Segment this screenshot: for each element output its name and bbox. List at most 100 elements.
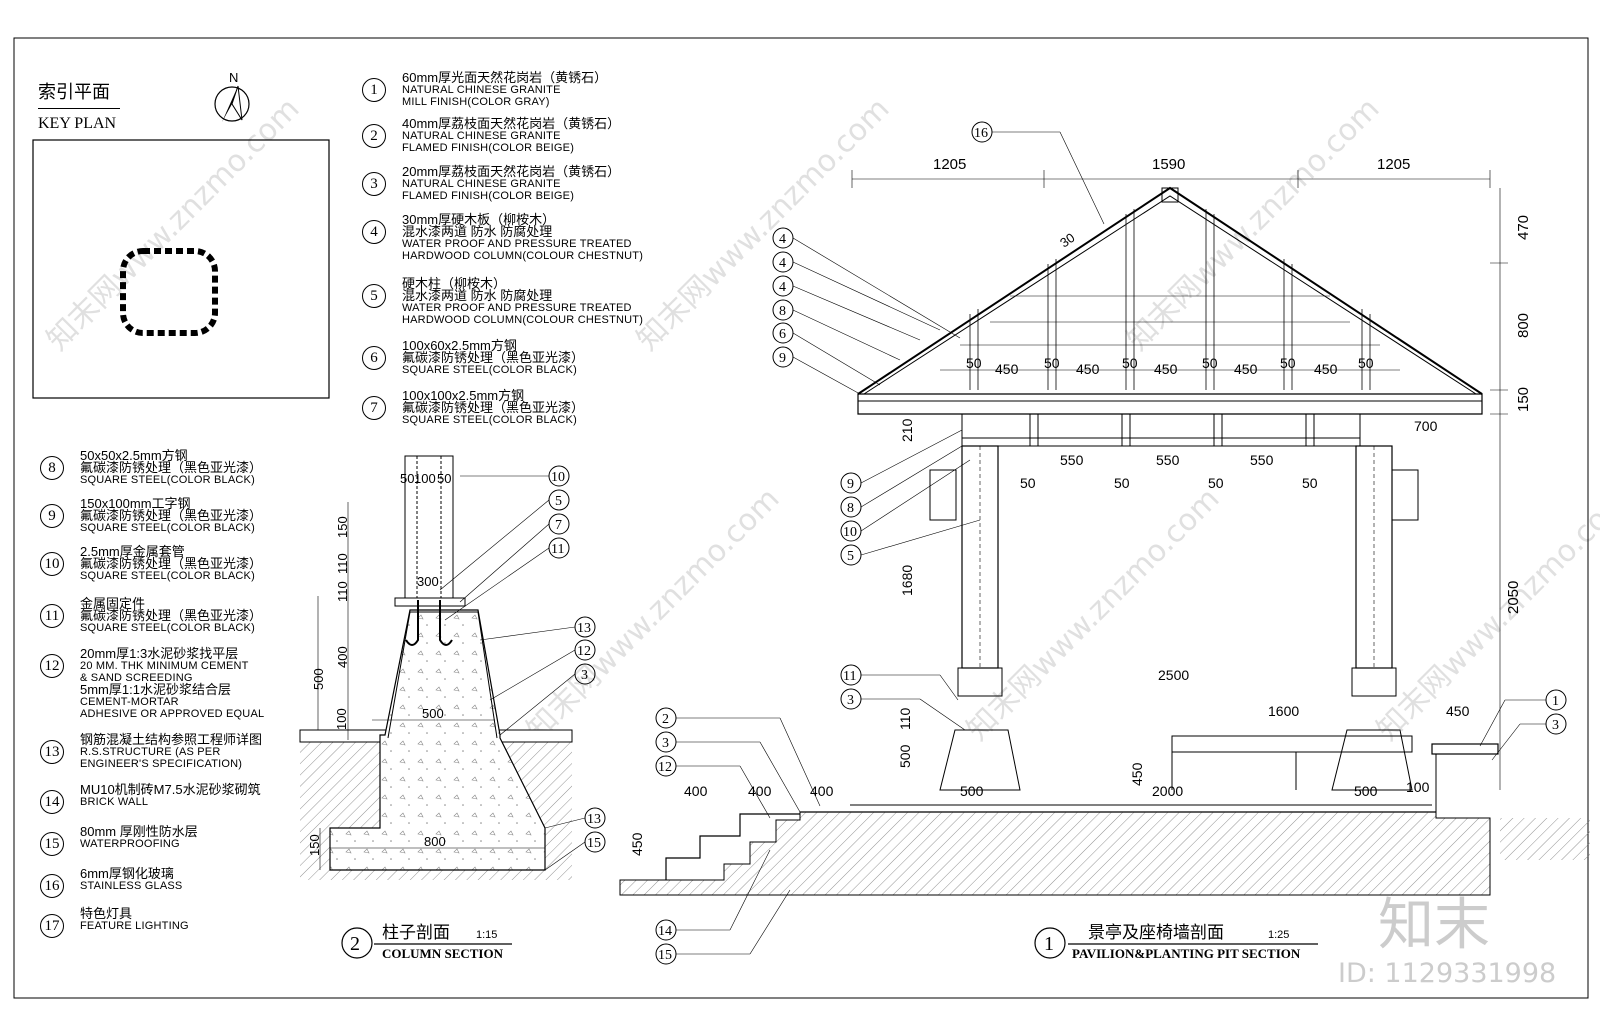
tag-label: 8 <box>847 501 854 516</box>
dim-text: 110 <box>897 707 913 730</box>
dim-text: 300 <box>417 574 439 589</box>
dim-text: 50 <box>1044 355 1060 371</box>
pavilion-section-drawing <box>800 170 1508 860</box>
legend-line-en1: SQUARE STEEL(COLOR BLACK) <box>80 522 255 534</box>
dim-text: 1205 <box>1377 156 1410 173</box>
dim-text: 450 <box>1446 703 1470 719</box>
dim-text: 150 <box>1515 387 1532 412</box>
legend-line-en1: NATURAL CHINESE GRANITE <box>402 84 561 96</box>
dim-text: 100 <box>414 471 436 486</box>
brand-watermark: 知末 <box>1378 893 1490 958</box>
legend-line-en2: & SAND SCREEDING <box>80 672 193 684</box>
keyplan-box <box>32 139 330 399</box>
tag-label: 14 <box>658 924 672 939</box>
soil-hatch <box>1500 818 1590 860</box>
legend-text: 50x50x2.5mm方钢氟碳漆防锈处理（黑色亚光漆）SQUARE STEEL(… <box>80 449 262 486</box>
tag-label: 5 <box>847 549 854 564</box>
pavilion-ground <box>619 811 1491 896</box>
legend-line-cn: 20mm厚1:3水泥砂浆找平层 <box>80 646 239 661</box>
keyplan-pavilion-outline <box>120 248 218 336</box>
dim-text: 500 <box>897 744 913 768</box>
north-arrow-icon: N <box>214 70 250 122</box>
legend-number: 9 <box>40 504 64 528</box>
legend-line-en3: CEMENT-MORTAR <box>80 696 179 708</box>
legend-number: 8 <box>40 456 64 480</box>
dim-text: 30 <box>1057 230 1077 251</box>
dim-text: 450 <box>1154 361 1178 377</box>
legend-line-en2: FLAMED FINISH(COLOR BEIGE) <box>402 142 575 154</box>
dim-text: 110 <box>335 581 350 602</box>
legend-line-en1: FEATURE LIGHTING <box>80 920 189 932</box>
legend-line-cn: 60mm厚光面天然花岗岩（黄锈石） <box>402 70 608 85</box>
dim-text: 50 <box>1114 475 1130 491</box>
dim-text: 800 <box>1515 313 1532 338</box>
dim-text: 400 <box>684 783 708 799</box>
legend-number: 15 <box>40 832 64 856</box>
section-title-en: PAVILION&PLANTING PIT SECTION <box>1072 946 1301 961</box>
dim-text: 50 <box>400 471 414 486</box>
pavilion-tags: 16 4 4 4 8 6 9 9 8 10 5 11 3 2 3 12 14 1… <box>655 121 1567 965</box>
legend-line-en1: WATERPROOFING <box>80 838 180 850</box>
dim-text: 470 <box>1515 215 1532 240</box>
tag-label: 13 <box>577 621 591 636</box>
legend-line-en2: FLAMED FINISH(COLOR BEIGE) <box>402 190 575 202</box>
legend-line-en1: WATER PROOF AND PRESSURE TREATED <box>402 238 632 250</box>
tag-label: 3 <box>847 693 854 708</box>
tag-label: 1 <box>1552 694 1559 709</box>
legend-line-en1: NATURAL CHINESE GRANITE <box>402 178 561 190</box>
tag-label: 11 <box>551 542 564 557</box>
tag-label: 9 <box>779 351 786 366</box>
legend-number: 10 <box>40 552 64 576</box>
legend-number: 12 <box>40 654 64 678</box>
dim-text: 400 <box>810 783 834 799</box>
dim-text: 450 <box>995 361 1019 377</box>
tag-label: 10 <box>551 470 565 485</box>
section-number: 2 <box>350 933 360 955</box>
legend-line-cn: 硬木柱（柳桉木） <box>402 276 507 291</box>
dim-text: 500 <box>960 783 984 799</box>
dim-text: 1205 <box>933 156 966 173</box>
legend-line-en4: ADHESIVE OR APPROVED EQUAL <box>80 708 265 720</box>
misc-dims: 210 700 1680 2500 1600 450 110 500 450 5… <box>629 230 1470 856</box>
legend-line-cn: 20mm厚荔枝面天然花岗岩（黄锈石） <box>402 164 621 179</box>
tag-label: 13 <box>587 812 601 827</box>
tag-label: 4 <box>779 232 786 247</box>
tag-label: 3 <box>662 736 669 751</box>
dim-text: 50 <box>966 355 982 371</box>
legend-number: 11 <box>40 604 64 628</box>
tag-label: 15 <box>658 948 672 963</box>
dim-text: 1590 <box>1152 156 1185 173</box>
keyplan-title-en: KEY PLAN <box>38 115 117 132</box>
legend-number: 14 <box>40 790 64 814</box>
legend-line-en1: SQUARE STEEL(COLOR BLACK) <box>80 474 255 486</box>
legend-line-cn2: 氟碳漆防锈处理（黑色亚光漆） <box>402 350 585 365</box>
dim-text: 400 <box>748 783 772 799</box>
legend-text: 金属固定件氟碳漆防锈处理（黑色亚光漆）SQUARE STEEL(COLOR BL… <box>80 597 262 634</box>
legend-line-en1: WATER PROOF AND PRESSURE TREATED <box>402 302 632 314</box>
legend-line-en1: SQUARE STEEL(COLOR BLACK) <box>80 622 255 634</box>
pavilion-section-title: 1 景亭及座椅墙剖面 1:25 PAVILION&PLANTING PIT SE… <box>1034 923 1318 961</box>
tag-label: 4 <box>779 256 786 271</box>
section-title-en: COLUMN SECTION <box>382 946 504 961</box>
legend-line-en2: MILL FINISH(COLOR GRAY) <box>402 96 550 108</box>
dim-text: 50 <box>1202 355 1218 371</box>
dim-text: 50 <box>1302 475 1318 491</box>
section-scale: 1:25 <box>1268 929 1289 941</box>
dim-text: 550 <box>1156 452 1180 468</box>
dim-text: 50 <box>1020 475 1036 491</box>
dim-text: 50 <box>1358 355 1374 371</box>
legend-text: 2.5mm厚金属套管氟碳漆防锈处理（黑色亚光漆）SQUARE STEEL(COL… <box>80 545 262 582</box>
dim-text: 500 <box>422 706 444 721</box>
legend-number: 17 <box>40 914 64 938</box>
tag-label: 7 <box>555 518 562 533</box>
dim-text: 1680 <box>899 565 915 596</box>
tag-label: 3 <box>1552 718 1559 733</box>
pavilion-dims: 1205 1590 1205 470 800 150 2050 <box>933 156 1532 614</box>
legend-number: 7 <box>362 396 386 420</box>
sheet-border <box>13 37 1589 999</box>
